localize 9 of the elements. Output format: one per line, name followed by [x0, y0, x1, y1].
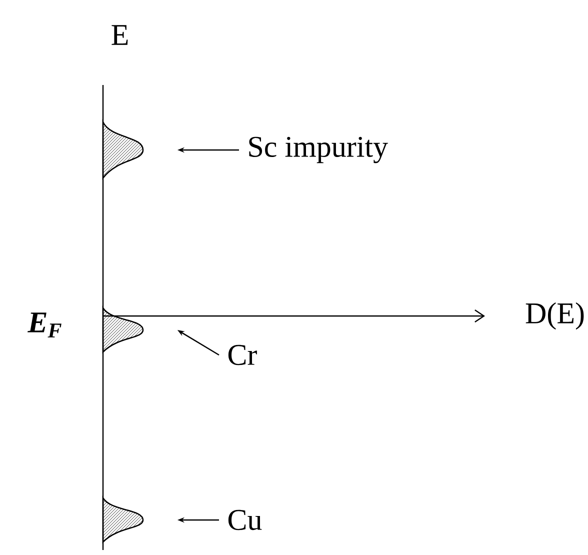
leader-label: Cr: [228, 344, 257, 366]
axis-label: D(E): [526, 302, 584, 330]
axis-label: E$_{F}$: [28, 312, 62, 338]
leader-label: Sc impurity: [249, 136, 388, 164]
axis-label: E: [112, 25, 128, 45]
hatched-peak: [102, 307, 144, 353]
hatched-peak: [102, 497, 144, 543]
leader-label: Cu: [228, 510, 262, 530]
hatched-peak: [102, 121, 144, 179]
